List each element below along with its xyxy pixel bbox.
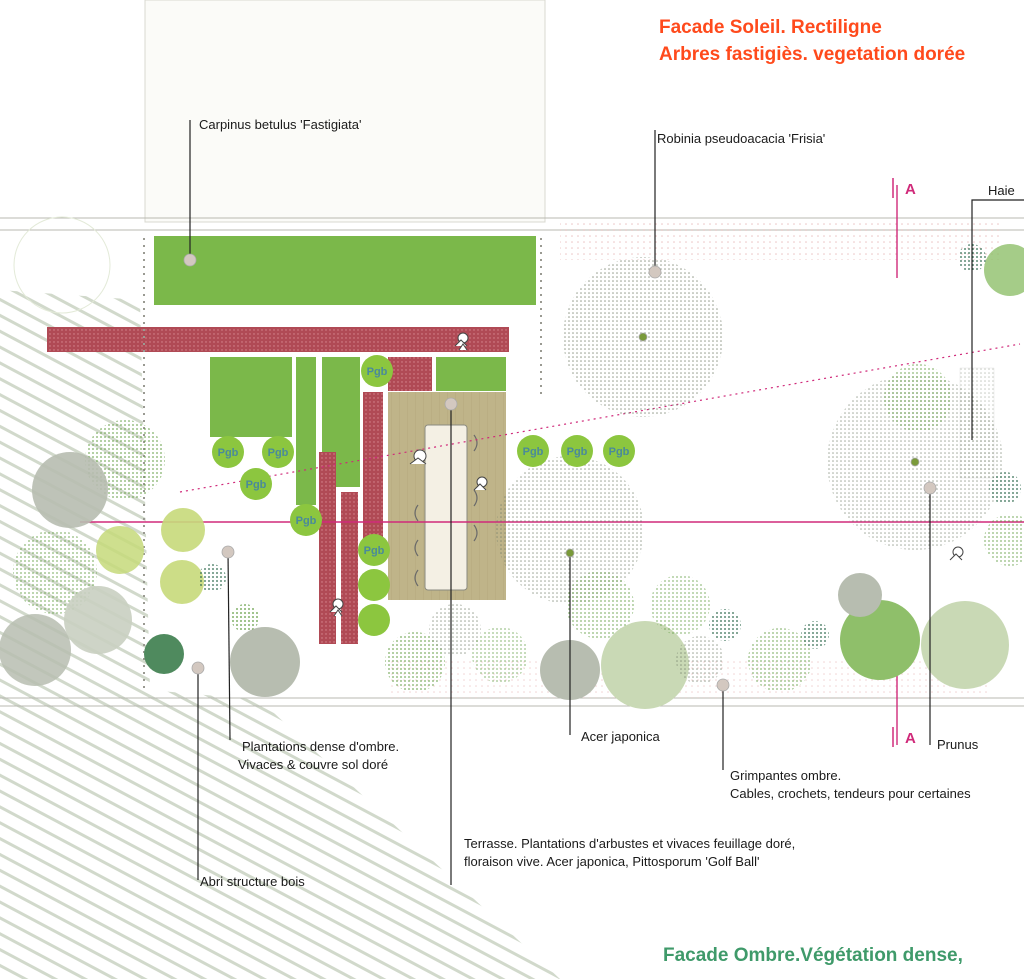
label-abri: Abri structure bois xyxy=(200,874,305,889)
lawn-left xyxy=(210,357,292,437)
svg-text:A: A xyxy=(905,181,916,198)
label-grimpantes: Grimpantes ombre. Cables, crochets, tend… xyxy=(730,767,971,803)
label-terrasse: Terrasse. Plantations d'arbustes et viva… xyxy=(464,835,795,871)
terrasse-line2: floraison vive. Acer japonica, Pittospor… xyxy=(464,854,760,869)
grimpantes-line2: Cables, crochets, tendeurs pour certaine… xyxy=(730,786,971,801)
pgb-label: Pgb xyxy=(523,446,544,458)
pgb-label: Pgb xyxy=(246,479,267,491)
label-prunus: Prunus xyxy=(937,737,979,752)
trees xyxy=(0,216,1024,709)
pgb-label: Pgb xyxy=(567,446,588,458)
pgb-label: Pgb xyxy=(296,515,317,527)
pgb-label: Pgb xyxy=(367,366,388,378)
section-marker-north: A xyxy=(892,178,916,198)
sight-line xyxy=(179,343,1021,493)
tree-acer xyxy=(496,456,644,604)
pgb-label: Pgb xyxy=(364,545,385,557)
brick-path-v2 xyxy=(341,492,358,644)
sun-title-line1: Facade Soleil. Rectiligne xyxy=(659,17,882,38)
section-marker-south: A xyxy=(892,727,916,747)
terrace-chairs xyxy=(414,434,478,587)
neighbour-building xyxy=(144,0,546,223)
brick-path-v4 xyxy=(388,357,432,391)
terrace-table xyxy=(424,424,468,591)
lawn-strip-1 xyxy=(296,357,316,505)
shed-tree xyxy=(144,634,184,674)
terrasse-line1: Terrasse. Plantations d'arbustes et viva… xyxy=(464,836,796,851)
pgb-label: Pgb xyxy=(218,447,239,459)
pgb-shrubs: Pgb Pgb Pgb Pgb Pgb Pgb Pgb Pgb Pgb xyxy=(212,355,635,636)
label-carpinus: Carpinus betulus 'Fastigiata' xyxy=(199,117,362,132)
shade-facade-title: Facade Ombre.Végétation dense, xyxy=(663,945,963,966)
lawn-right xyxy=(436,357,506,391)
leader-lines xyxy=(189,120,1024,885)
sun-title-line2: Arbres fastigiès. vegetation dorée xyxy=(659,44,966,65)
label-robinia: Robinia pseudoacacia 'Frisia' xyxy=(657,131,826,146)
tree-light-west xyxy=(13,216,111,314)
people-figures xyxy=(329,332,964,617)
svg-text:A: A xyxy=(905,730,916,747)
north-hedge-strip xyxy=(560,220,1000,260)
pgb-label: Pgb xyxy=(268,447,289,459)
brick-path-v1 xyxy=(319,452,336,644)
plantations-line1: Plantations dense d'ombre. xyxy=(242,739,400,754)
leader-pins xyxy=(183,253,937,692)
label-haie: Haie xyxy=(988,183,1015,198)
grimpantes-line1: Grimpantes ombre. xyxy=(730,768,842,783)
lawn-north xyxy=(154,236,536,305)
brick-path-v3 xyxy=(363,392,383,542)
label-acer: Acer japonica xyxy=(581,729,660,744)
brick-path-main xyxy=(47,327,509,352)
plantations-line2: Vivaces & couvre sol doré xyxy=(238,757,389,772)
pgb-label: Pgb xyxy=(609,446,630,458)
label-plantations: Plantations dense d'ombre. Vivaces & cou… xyxy=(238,738,399,774)
sun-facade-title: Facade Soleil. Rectiligne Arbres fastigi… xyxy=(659,14,965,68)
